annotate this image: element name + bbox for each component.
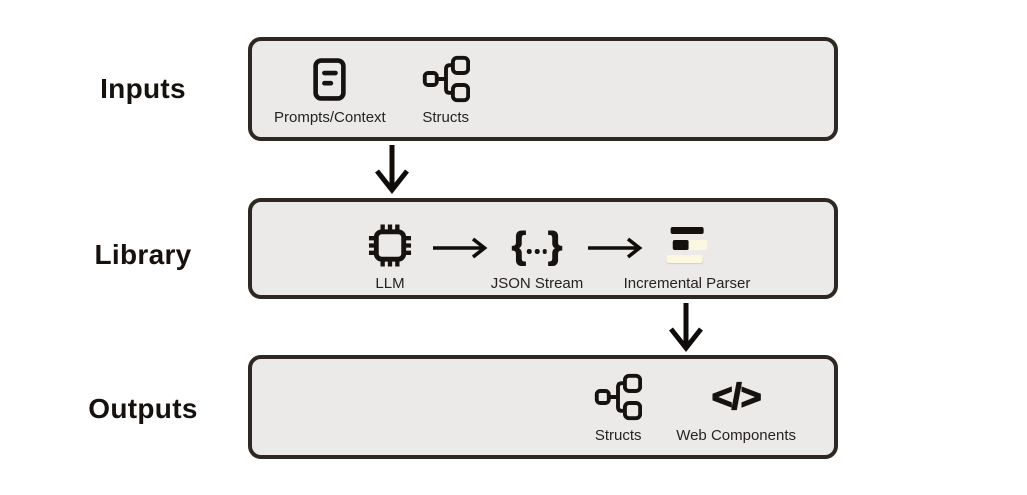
web-components-item: </> Web Components [676,372,796,444]
structs-output-item: Structs [594,372,643,444]
structs-icon [422,54,470,104]
json-stream-item: { } JSON Stream [491,220,584,292]
row-label-library: Library [94,239,192,270]
row-label-inputs: Inputs [100,73,186,104]
inputs-box: Prompts/Context Structs [248,37,838,141]
item-label: Incremental Parser [623,275,751,292]
outputs-box: Structs </> Web Components [248,355,838,459]
prompts-context-item: Prompts/Context [274,54,386,126]
chip-icon [368,220,413,270]
item-label: Web Components [676,427,796,444]
llm-to-json-stream-arrow [433,237,488,259]
structs-item: Structs [422,54,470,126]
code-glyph: </> [711,376,762,417]
llm-item: LLM [368,220,413,292]
code-icon: </> [711,372,762,422]
ellipsis-dots [527,249,547,254]
incremental-parser-icon [666,220,708,270]
item-label: JSON Stream [490,275,584,292]
item-label: Structs [422,109,470,126]
brace-right: } [547,224,563,266]
json-stream-to-incremental-parser-arrow [588,237,643,259]
item-label: LLM [375,275,405,292]
item-label: Prompts/Context [274,109,386,126]
library-box: LLM { } JSON Stream [248,198,838,299]
json-stream-icon: { } [511,220,563,270]
incremental-parser-item: Incremental Parser [623,220,751,292]
brace-left: { [511,224,527,266]
inputs-to-library-down-arrow [375,145,409,195]
document-icon [311,54,348,104]
row-label-outputs: Outputs [88,393,198,424]
structs-icon [594,372,643,422]
item-label: Structs [594,427,642,444]
library-to-outputs-down-arrow [669,303,703,353]
